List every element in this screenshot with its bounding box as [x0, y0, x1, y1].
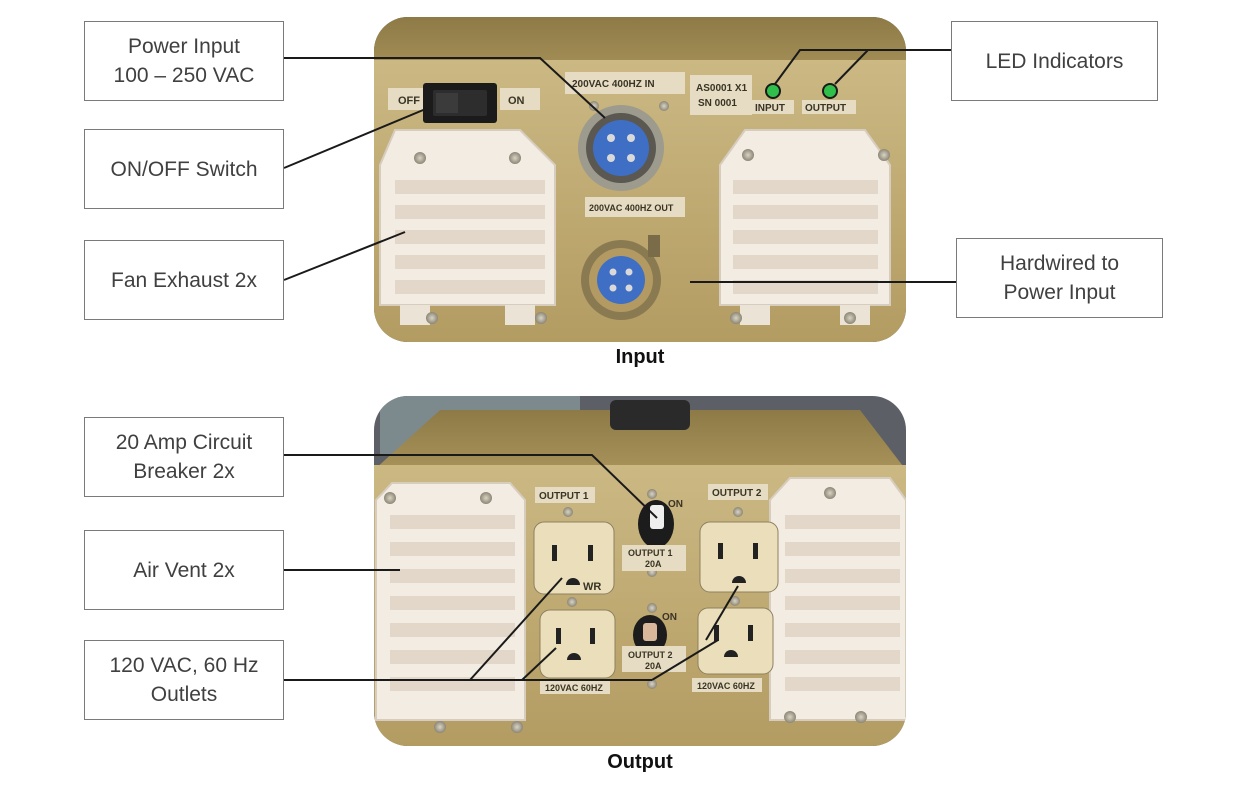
- model-label: AS0001 X1: [696, 83, 748, 94]
- callout-circuit-breaker: 20 Amp Circuit Breaker 2x: [84, 417, 284, 497]
- leader-led-output: [834, 49, 951, 85]
- outlet-top-left: [533, 507, 615, 595]
- output2-label: OUTPUT 2: [712, 488, 762, 499]
- leader-fan-exhaust: [283, 231, 406, 281]
- leader-outlet-1: [469, 577, 563, 681]
- leader-on-off-switch: [283, 107, 429, 169]
- breaker1-amp-label: 20A: [645, 559, 662, 569]
- leader-outlet-4: [705, 585, 739, 641]
- output-caption: Output: [607, 751, 673, 773]
- fan-exhaust-right: [719, 129, 891, 325]
- connector-in-label: 200VAC 400HZ IN: [572, 79, 655, 90]
- callout-air-vent: Air Vent 2x: [84, 530, 284, 610]
- outlet-bottom-right: [697, 596, 774, 675]
- volt-left-label: 120VAC 60HZ: [545, 683, 603, 693]
- breaker2-on-label: ON: [662, 612, 677, 623]
- outlet-wr-label: WR: [583, 581, 601, 593]
- outlet-top-right: [699, 507, 779, 593]
- leader-outlet-2: [521, 647, 557, 681]
- leader-outlet-3: [651, 639, 719, 681]
- breaker1-on-label: ON: [668, 499, 683, 510]
- switch-on-label: ON: [508, 95, 525, 107]
- circuit-breaker-2: [633, 603, 667, 689]
- callout-on-off-switch: ON/OFF Switch: [84, 129, 284, 209]
- breaker2-label: OUTPUT 2: [628, 650, 673, 660]
- on-off-switch: [388, 83, 540, 123]
- connector-out-label: 200VAC 400HZ OUT: [589, 203, 674, 213]
- leader-circuit-breaker: [284, 454, 658, 519]
- breaker1-label: OUTPUT 1: [628, 548, 673, 558]
- callout-led-indicators: LED Indicators: [951, 21, 1158, 101]
- hardwired-output-connector: [581, 235, 661, 320]
- led-output-label: OUTPUT: [805, 103, 846, 114]
- input-caption: Input: [615, 346, 665, 368]
- led-input-label: INPUT: [755, 103, 785, 114]
- power-input-connector: [578, 101, 669, 191]
- callout-hardwired: Hardwired to Power Input: [956, 238, 1163, 318]
- leader-power-input: [284, 57, 606, 119]
- air-vent-right: [769, 477, 906, 723]
- outlet-bottom-left: [539, 597, 616, 679]
- fan-exhaust-left: [379, 129, 556, 325]
- callout-power-input: Power Input 100 – 250 VAC: [84, 21, 284, 101]
- output1-label: OUTPUT 1: [539, 491, 589, 502]
- led-indicators: [752, 83, 856, 114]
- switch-off-label: OFF: [398, 95, 420, 107]
- volt-right-label: 120VAC 60HZ: [697, 681, 755, 691]
- callout-fan-exhaust: Fan Exhaust 2x: [84, 240, 284, 320]
- serial-label: SN 0001: [698, 98, 737, 109]
- breaker2-amp-label: 20A: [645, 661, 662, 671]
- callout-outlets: 120 VAC, 60 Hz Outlets: [84, 640, 284, 720]
